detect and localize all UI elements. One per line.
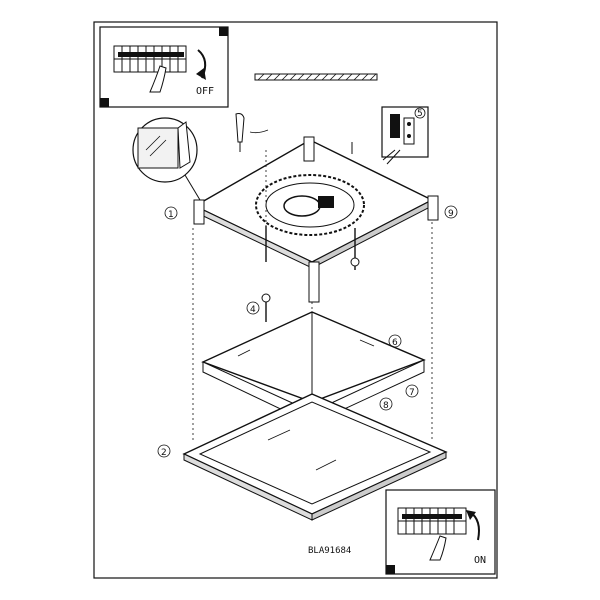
detail-magnifier	[132, 117, 201, 201]
step-7-label: 7	[409, 388, 415, 398]
screwdriver-icon	[235, 113, 269, 152]
step-markers: 1 2 4 6 7 8 9	[157, 205, 458, 458]
breaker-row-icon	[398, 508, 466, 534]
step-2-label: 2	[161, 448, 167, 458]
document-code: BLA91684	[308, 546, 351, 556]
screw-group	[261, 226, 360, 322]
switch-off-label: OFF	[196, 86, 214, 97]
hand-icon	[429, 535, 447, 561]
switch-off-inset: OFF	[99, 26, 229, 108]
switch-on-label: ON	[474, 555, 486, 566]
step-6-label: 6	[392, 338, 398, 348]
switch-on-inset: ON	[385, 489, 496, 575]
hatch-lines	[257, 73, 377, 81]
mounting-plate	[193, 136, 439, 303]
terminal-block-inset: 5	[381, 106, 429, 165]
step-9-label: 9	[448, 209, 454, 219]
page-frame	[93, 21, 498, 579]
step-1-label: 1	[168, 210, 174, 220]
step-8-label: 8	[383, 401, 389, 411]
breaker-row-icon	[114, 46, 186, 72]
step-4-label: 4	[250, 305, 256, 315]
lamp-frame	[182, 393, 448, 521]
step-5-label: 5	[417, 109, 423, 119]
hatched-bar	[254, 73, 378, 81]
cable-ring	[255, 174, 365, 236]
hand-icon	[149, 65, 167, 93]
connector-icon	[318, 196, 334, 208]
